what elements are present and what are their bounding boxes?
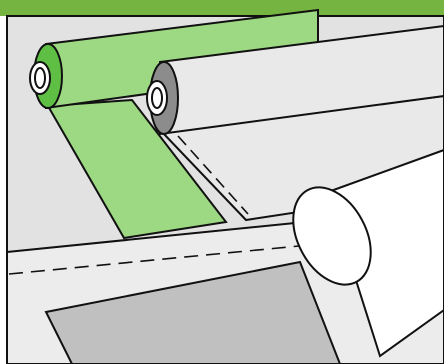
green-roll-hole-icon xyxy=(34,67,46,89)
sheet-inner-panel xyxy=(44,260,342,364)
white-roll-hole-icon xyxy=(151,87,163,109)
green-film-strip xyxy=(46,98,228,240)
white-film-dash xyxy=(177,135,249,215)
top-banner xyxy=(0,0,444,16)
pressure-roller xyxy=(326,148,444,358)
pressure-roller-end xyxy=(292,186,372,286)
